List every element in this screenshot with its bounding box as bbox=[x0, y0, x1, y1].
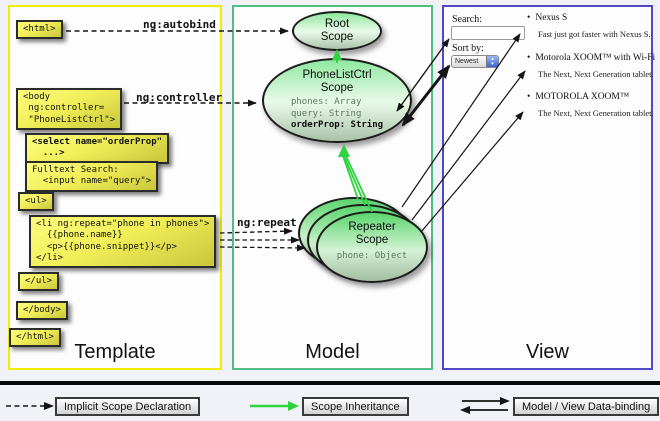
bullet-icon: • bbox=[527, 53, 531, 63]
phone-title: Nexus S bbox=[535, 13, 568, 23]
view-search-label: Search: bbox=[452, 14, 482, 25]
phone-desc: The Next, Next Generation tablet. bbox=[538, 69, 654, 79]
dashed-arrow-icon bbox=[6, 402, 54, 410]
legend-separator bbox=[0, 381, 660, 385]
template-panel-label: Template bbox=[74, 341, 156, 363]
legend-model-view-data-binding: Model / View Data-binding bbox=[513, 397, 660, 416]
phone-title: Motorola XOOM™ with Wi-Fi bbox=[535, 53, 656, 63]
code-box-html-close: </html> bbox=[9, 328, 61, 348]
scope-prop-query: query: String bbox=[290, 108, 362, 119]
legend-scope-inheritance: Scope Inheritance bbox=[302, 397, 409, 416]
phone-list-item: • Nexus S Fast just got faster with Nexus… bbox=[527, 13, 651, 39]
bullet-icon: • bbox=[527, 92, 531, 102]
search-input[interactable] bbox=[451, 26, 525, 40]
green-arrow-icon bbox=[250, 401, 299, 411]
code-box-ul-close: </ul> bbox=[18, 272, 60, 292]
sort-dropdown-value: Newest bbox=[455, 58, 479, 65]
phone-desc: The Next, Next Generation tablet. bbox=[538, 108, 654, 118]
repeater-scope-ellipse: Repeater Scope phone: Object bbox=[316, 211, 428, 283]
code-box-body-open: <body ng:controller= "PhoneListCtrl"> bbox=[16, 88, 123, 130]
code-box-select: <select name="orderProp" ...> bbox=[25, 133, 170, 164]
phonelistctrl-scope-title: PhoneListCtrl Scope bbox=[302, 69, 372, 95]
view-panel-label: View bbox=[526, 341, 569, 363]
sort-dropdown[interactable]: Newest ▴▾ bbox=[451, 55, 499, 68]
phone-desc: Fast just got faster with Nexus S. bbox=[538, 29, 651, 39]
scope-prop-phone: phone: Object bbox=[336, 251, 408, 262]
code-box-ul-open: <ul> bbox=[18, 192, 54, 212]
scope-prop-orderprop: orderProp: String bbox=[290, 119, 384, 130]
ng-repeat-label: ng:repeat bbox=[237, 216, 297, 229]
phone-list-item: • MOTOROLA XOOM™ The Next, Next Generatio… bbox=[527, 92, 654, 118]
phonelistctrl-scope-ellipse: PhoneListCtrl Scope phones: Array query:… bbox=[262, 58, 412, 143]
ng-controller-label: ng:controller bbox=[136, 91, 223, 104]
code-box-body-close: </body> bbox=[16, 301, 68, 321]
double-arrow-icon bbox=[460, 397, 510, 414]
code-box-li-repeat: <li ng:repeat="phone in phones"> {{phone… bbox=[29, 215, 217, 268]
code-box-html-open: <html> bbox=[16, 20, 63, 40]
code-box-fulltext-search: Fulltext Search: <input name="query"> bbox=[25, 161, 159, 192]
phone-list-item: • Motorola XOOM™ with Wi-Fi The Next, Nex… bbox=[527, 53, 655, 79]
model-panel-label: Model bbox=[305, 341, 360, 363]
legend-implicit-scope-declaration: Implicit Scope Declaration bbox=[55, 397, 201, 416]
root-scope-ellipse: Root Scope bbox=[292, 11, 382, 51]
ng-autobind-label: ng:autobind bbox=[143, 18, 216, 31]
scope-prop-phones: phones: Array bbox=[290, 97, 362, 108]
dropdown-stepper-icon: ▴▾ bbox=[486, 56, 498, 67]
repeater-scope-title: Repeater Scope bbox=[348, 221, 396, 247]
root-scope-title: Root Scope bbox=[320, 17, 354, 43]
phone-title: MOTOROLA XOOM™ bbox=[535, 92, 630, 102]
view-sortby-label: Sort by: bbox=[452, 43, 484, 54]
bullet-icon: • bbox=[527, 13, 531, 23]
